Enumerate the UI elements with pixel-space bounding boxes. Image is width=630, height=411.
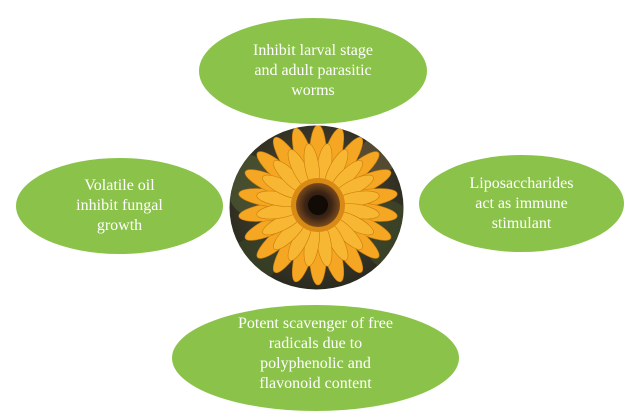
bubble-label: Volatile oil inhibit fungal growth <box>76 176 163 236</box>
property-bubble-antiparasitic: Inhibit larval stage and adult parasitic… <box>199 18 427 124</box>
property-bubble-immune-stimulant: Liposaccharides act as immune stimulant <box>419 155 624 252</box>
property-bubble-antioxidant: Potent scavenger of free radicals due to… <box>172 305 459 411</box>
property-bubble-antifungal: Volatile oil inhibit fungal growth <box>16 158 223 254</box>
bubble-label: Liposaccharides act as immune stimulant <box>470 174 574 234</box>
bubble-label: Inhibit larval stage and adult parasitic… <box>253 41 373 101</box>
flower-icon <box>229 125 404 290</box>
calendula-flower-photo <box>229 125 404 290</box>
bubble-label: Potent scavenger of free radicals due to… <box>238 314 393 402</box>
